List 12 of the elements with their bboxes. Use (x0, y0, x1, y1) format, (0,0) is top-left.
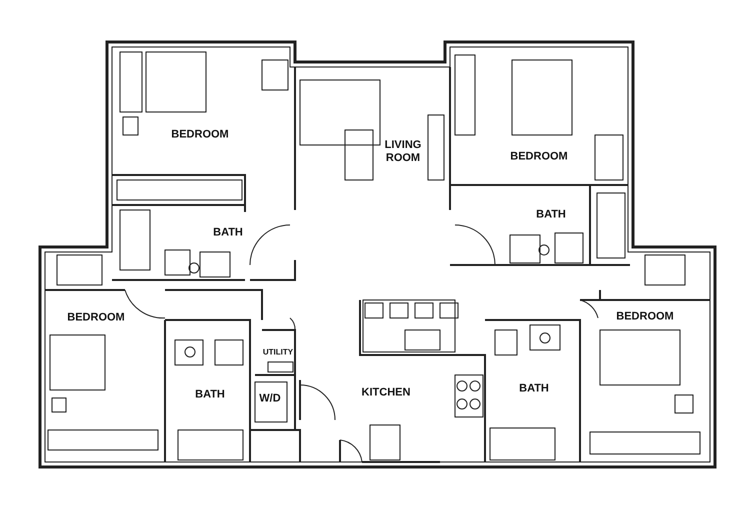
room-label: W/D (259, 392, 281, 406)
room-label: BATH (195, 388, 225, 402)
room-label: BEDROOM (171, 128, 229, 142)
room-label: BATH (213, 226, 243, 240)
room-label: BATH (519, 382, 549, 396)
room-label: BEDROOM (616, 310, 674, 324)
room-label: BEDROOM (510, 150, 568, 164)
room-label: KITCHEN (362, 386, 410, 400)
room-label: UTILITY (262, 346, 294, 358)
room-label: BEDROOM (67, 312, 125, 324)
room-label: LIVING ROOM (384, 139, 422, 165)
room-label: BATH (536, 208, 566, 222)
